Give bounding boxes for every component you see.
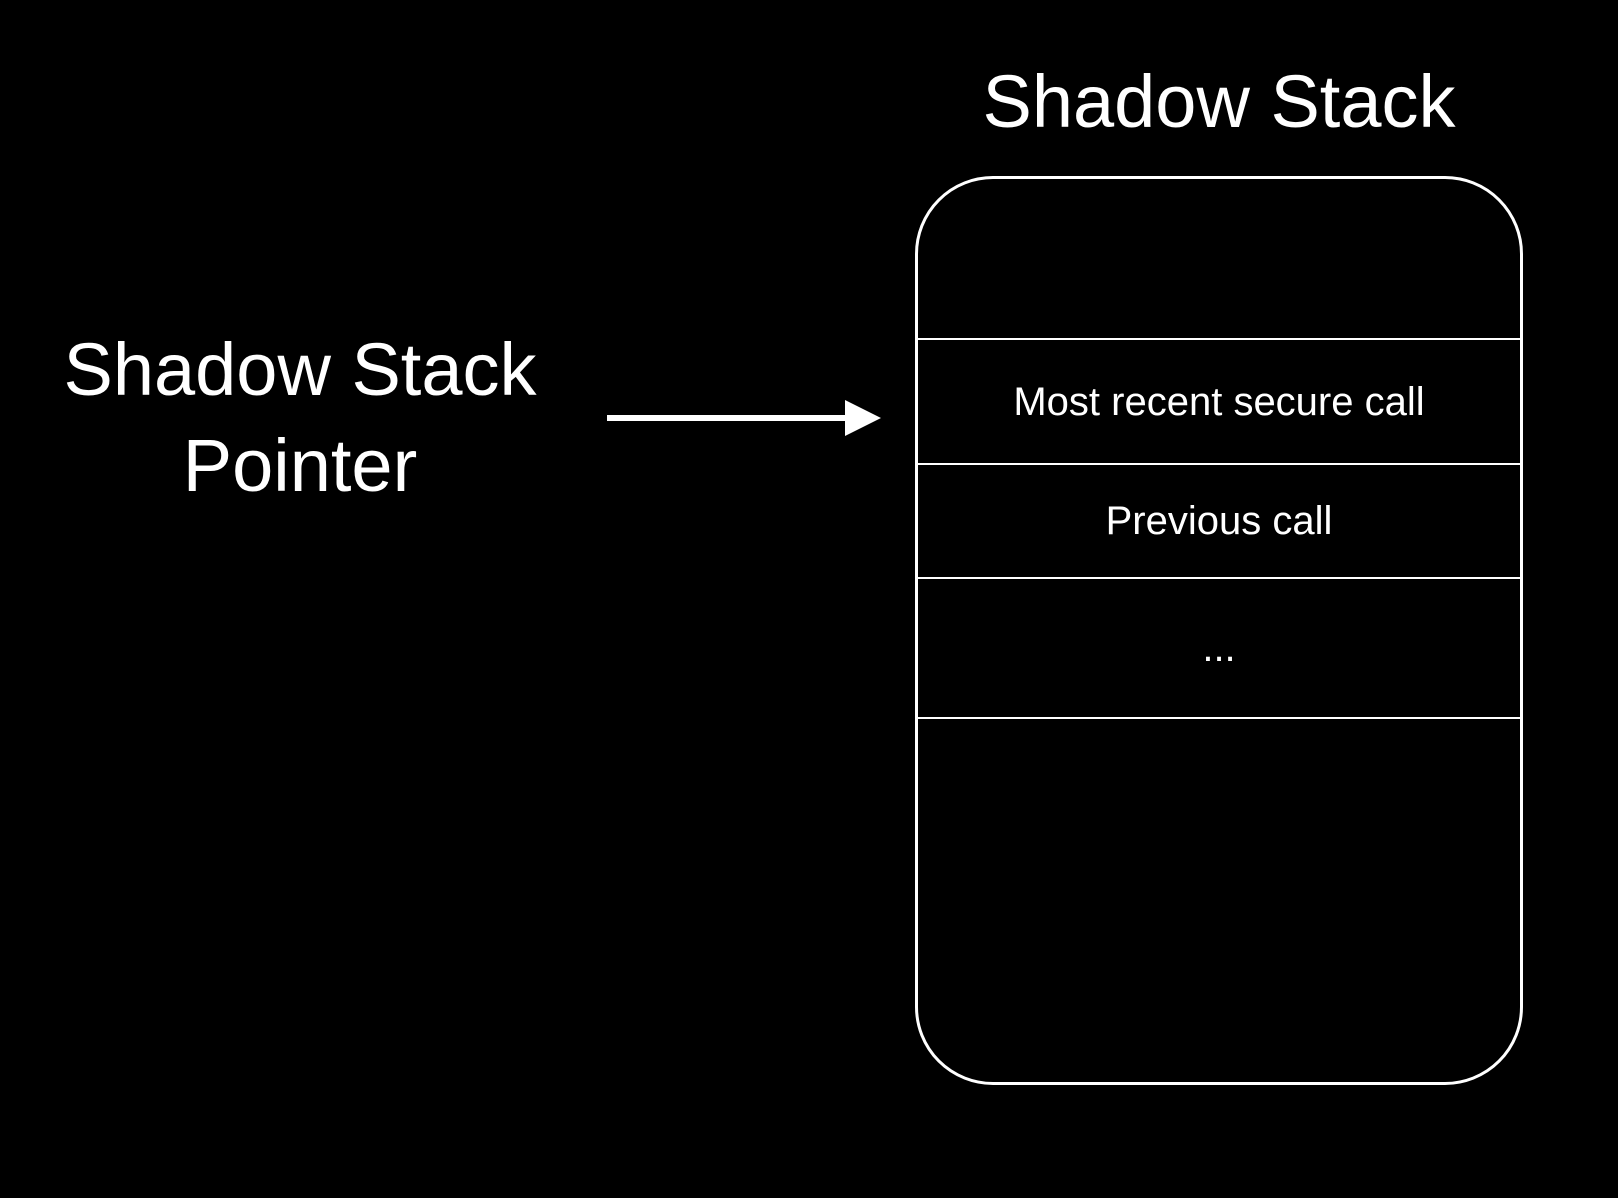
stack-row-most-recent: Most recent secure call	[918, 338, 1520, 463]
stack-row-ellipsis: ...	[918, 577, 1520, 717]
shadow-stack-title: Shadow Stack	[982, 60, 1456, 143]
pointer-arrow-icon	[607, 400, 881, 436]
stack-row-label: ...	[1202, 626, 1236, 670]
stack-row-empty-bottom	[918, 717, 1520, 1082]
shadow-stack-box: Most recent secure call Previous call ..…	[915, 176, 1523, 1085]
stack-row-label: Previous call	[1105, 499, 1333, 543]
stack-row-previous: Previous call	[918, 463, 1520, 577]
stack-row-label: Most recent secure call	[1013, 379, 1425, 424]
stack-row-empty-top	[918, 179, 1520, 338]
shadow-stack-pointer-label: Shadow Stack Pointer	[63, 328, 537, 508]
